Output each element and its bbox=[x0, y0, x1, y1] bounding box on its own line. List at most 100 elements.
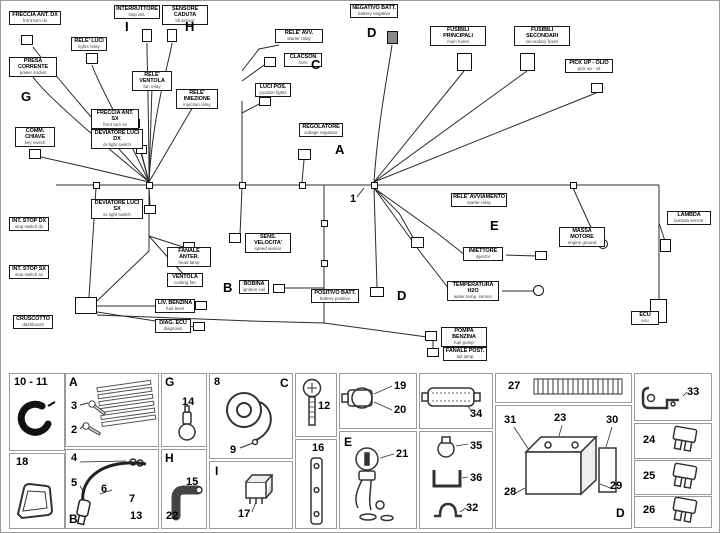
label-text: TEMPERATURA H2O bbox=[452, 282, 494, 294]
ref-letter-e: E bbox=[490, 218, 499, 233]
label-text: LAMBDA bbox=[677, 212, 701, 218]
coil-icon bbox=[226, 392, 272, 449]
legend-cell-26: 26 bbox=[634, 496, 712, 528]
legend-cell-27: 27 bbox=[495, 373, 632, 403]
part-number: 16 bbox=[312, 442, 325, 454]
fuse-icon bbox=[672, 497, 698, 523]
part-number: 8 bbox=[214, 376, 221, 388]
label-text: PRESA CORRENTE bbox=[17, 58, 49, 70]
junction-node bbox=[321, 260, 328, 267]
part-number: 25 bbox=[643, 470, 656, 482]
label-text: CLACSON bbox=[289, 54, 317, 60]
connector-clacson bbox=[264, 57, 276, 67]
part-number: 17 bbox=[238, 508, 251, 520]
part-number: 12 bbox=[318, 400, 331, 412]
label-subtext: battery positive bbox=[319, 295, 351, 301]
part-number: 24 bbox=[643, 434, 656, 446]
fusebox-principale bbox=[457, 53, 472, 71]
label-text: INT. STOP SX bbox=[12, 266, 46, 272]
part-number: 33 bbox=[687, 386, 700, 398]
label-text: FRECCIA ANT. DX bbox=[12, 12, 58, 18]
label-rele-avv: RELE' AVV.starter relay bbox=[275, 29, 323, 44]
legend-cell-g: G 14 bbox=[161, 373, 207, 447]
connector-interruttore-stop bbox=[142, 29, 152, 42]
label-subtext: ecu bbox=[641, 317, 649, 323]
label-text: RELE' INIEZIONE bbox=[183, 90, 211, 102]
ref-letter-b: B bbox=[69, 512, 78, 526]
label-fanale-post: FANALE POST.tail lamp bbox=[443, 347, 487, 362]
label-text: INTERRUTTORE bbox=[116, 6, 158, 12]
legend-cell-35-36-32: 35 36 32 bbox=[419, 431, 493, 529]
part-number: 2 bbox=[71, 424, 78, 436]
label-subtext: stop switch dx bbox=[14, 223, 44, 229]
label-subtext: front turn sx bbox=[103, 121, 127, 127]
part-number: 10 - 11 bbox=[14, 376, 48, 388]
label-subtext: power socket bbox=[19, 69, 47, 75]
label-text: FANALE POST. bbox=[445, 348, 485, 354]
junction-node bbox=[570, 182, 577, 189]
junction-node bbox=[93, 182, 100, 189]
part-number: 20 bbox=[394, 404, 407, 416]
label-subtext: fuel pump bbox=[454, 339, 474, 345]
label-text: FRECCIA ANT. SX bbox=[96, 110, 134, 122]
label-text: CRUSCOTTO bbox=[16, 316, 50, 322]
part-number: 13 bbox=[130, 510, 143, 522]
part-number: 35 bbox=[470, 440, 483, 452]
ecu-module-icon bbox=[421, 387, 481, 413]
part-number: 32 bbox=[466, 502, 479, 514]
label-negativo-batt: NEGATIVO BATT.battery negative bbox=[350, 4, 398, 19]
junction-node bbox=[299, 182, 306, 189]
label-text: SENS. VELOCITA' bbox=[254, 234, 282, 246]
connector-lambda bbox=[660, 239, 671, 252]
part-number: 34 bbox=[470, 408, 483, 420]
label-subtext: diagnosis bbox=[163, 325, 183, 331]
cylinder-head-icon bbox=[79, 379, 157, 436]
legend-cell-25: 25 bbox=[634, 460, 712, 495]
label-text: NEGATIVO BATT. bbox=[352, 5, 396, 11]
label-text: MASSA MOTORE bbox=[570, 228, 594, 240]
ref-letter-h: H bbox=[165, 451, 174, 465]
label-subtext: tail lamp bbox=[456, 353, 474, 359]
ignition-switch-icon bbox=[355, 447, 395, 522]
connector-comm-chiave bbox=[29, 149, 41, 159]
ref-letter-g: G bbox=[21, 89, 32, 104]
ref-letter-d-positivo: D bbox=[397, 288, 407, 303]
part-number: 19 bbox=[394, 380, 407, 392]
connector-freccia-ant-dx bbox=[21, 35, 33, 45]
harness-number: 1 bbox=[350, 193, 357, 205]
legend-cell-a: A 3 2 bbox=[65, 373, 159, 447]
label-subtext: sx light switch bbox=[103, 211, 131, 217]
label-text: DEVIATORE LUCI SX bbox=[94, 200, 140, 212]
ref-letter-a: A bbox=[69, 375, 78, 389]
label-text: REGOLATORE bbox=[302, 124, 340, 130]
ref-letter-c: C bbox=[280, 376, 289, 390]
junction-node bbox=[239, 182, 246, 189]
label-subtext: voltage regulator bbox=[304, 129, 338, 135]
label-subtext: battery negative bbox=[357, 10, 391, 16]
label-positivo-batt: POSITIVO BATT.battery positive bbox=[311, 289, 359, 304]
part-number: 28 bbox=[504, 486, 517, 498]
ref-letter-g: G bbox=[165, 375, 175, 389]
legend-cell-10-11: 10 - 11 bbox=[9, 373, 65, 451]
fuel-sensor-icon bbox=[341, 385, 393, 411]
label-text: LIV. BENZINA bbox=[157, 300, 193, 306]
part-number: 26 bbox=[643, 504, 656, 516]
fuse-icon bbox=[672, 425, 698, 452]
label-text: POSITIVO BATT. bbox=[314, 290, 356, 296]
connector-sensore-caduta bbox=[167, 29, 177, 42]
connector-iniettore bbox=[535, 251, 547, 260]
